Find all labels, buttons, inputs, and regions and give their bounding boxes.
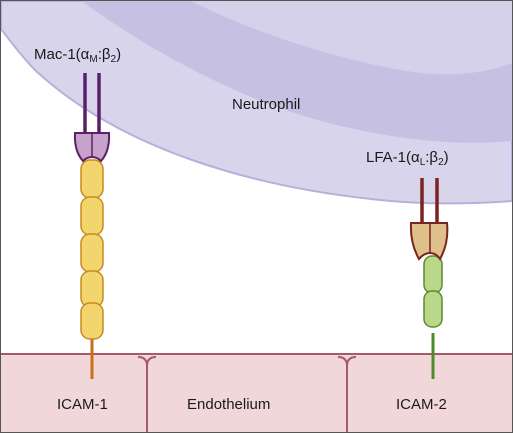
icam1-domain [80, 196, 104, 236]
icam2-label: ICAM-2 [396, 396, 447, 413]
lfa1-head [409, 222, 449, 261]
endothelial-cell-border [337, 356, 348, 367]
icam1-domain [80, 159, 104, 199]
endothelium-label: Endothelium [187, 396, 271, 413]
icam1-domain [80, 270, 104, 308]
icam1-domains [80, 159, 104, 340]
icam1-domain [80, 233, 104, 273]
neutrophil-label: Neutrophil [232, 96, 301, 113]
mac1-label: Mac-1(αM:β2) [34, 46, 122, 65]
icam2-domains [423, 255, 443, 328]
neutrophil-inner-fold [191, 1, 512, 75]
icam2-domain [423, 255, 443, 294]
endothelial-cell-border [137, 356, 148, 367]
icam1-domain [80, 302, 104, 340]
lfa1-label: LFA-1(αL:β2) [366, 149, 449, 168]
endothelium-layer [1, 353, 512, 432]
icam1-label: ICAM-1 [57, 396, 108, 413]
icam2-domain [423, 290, 443, 328]
